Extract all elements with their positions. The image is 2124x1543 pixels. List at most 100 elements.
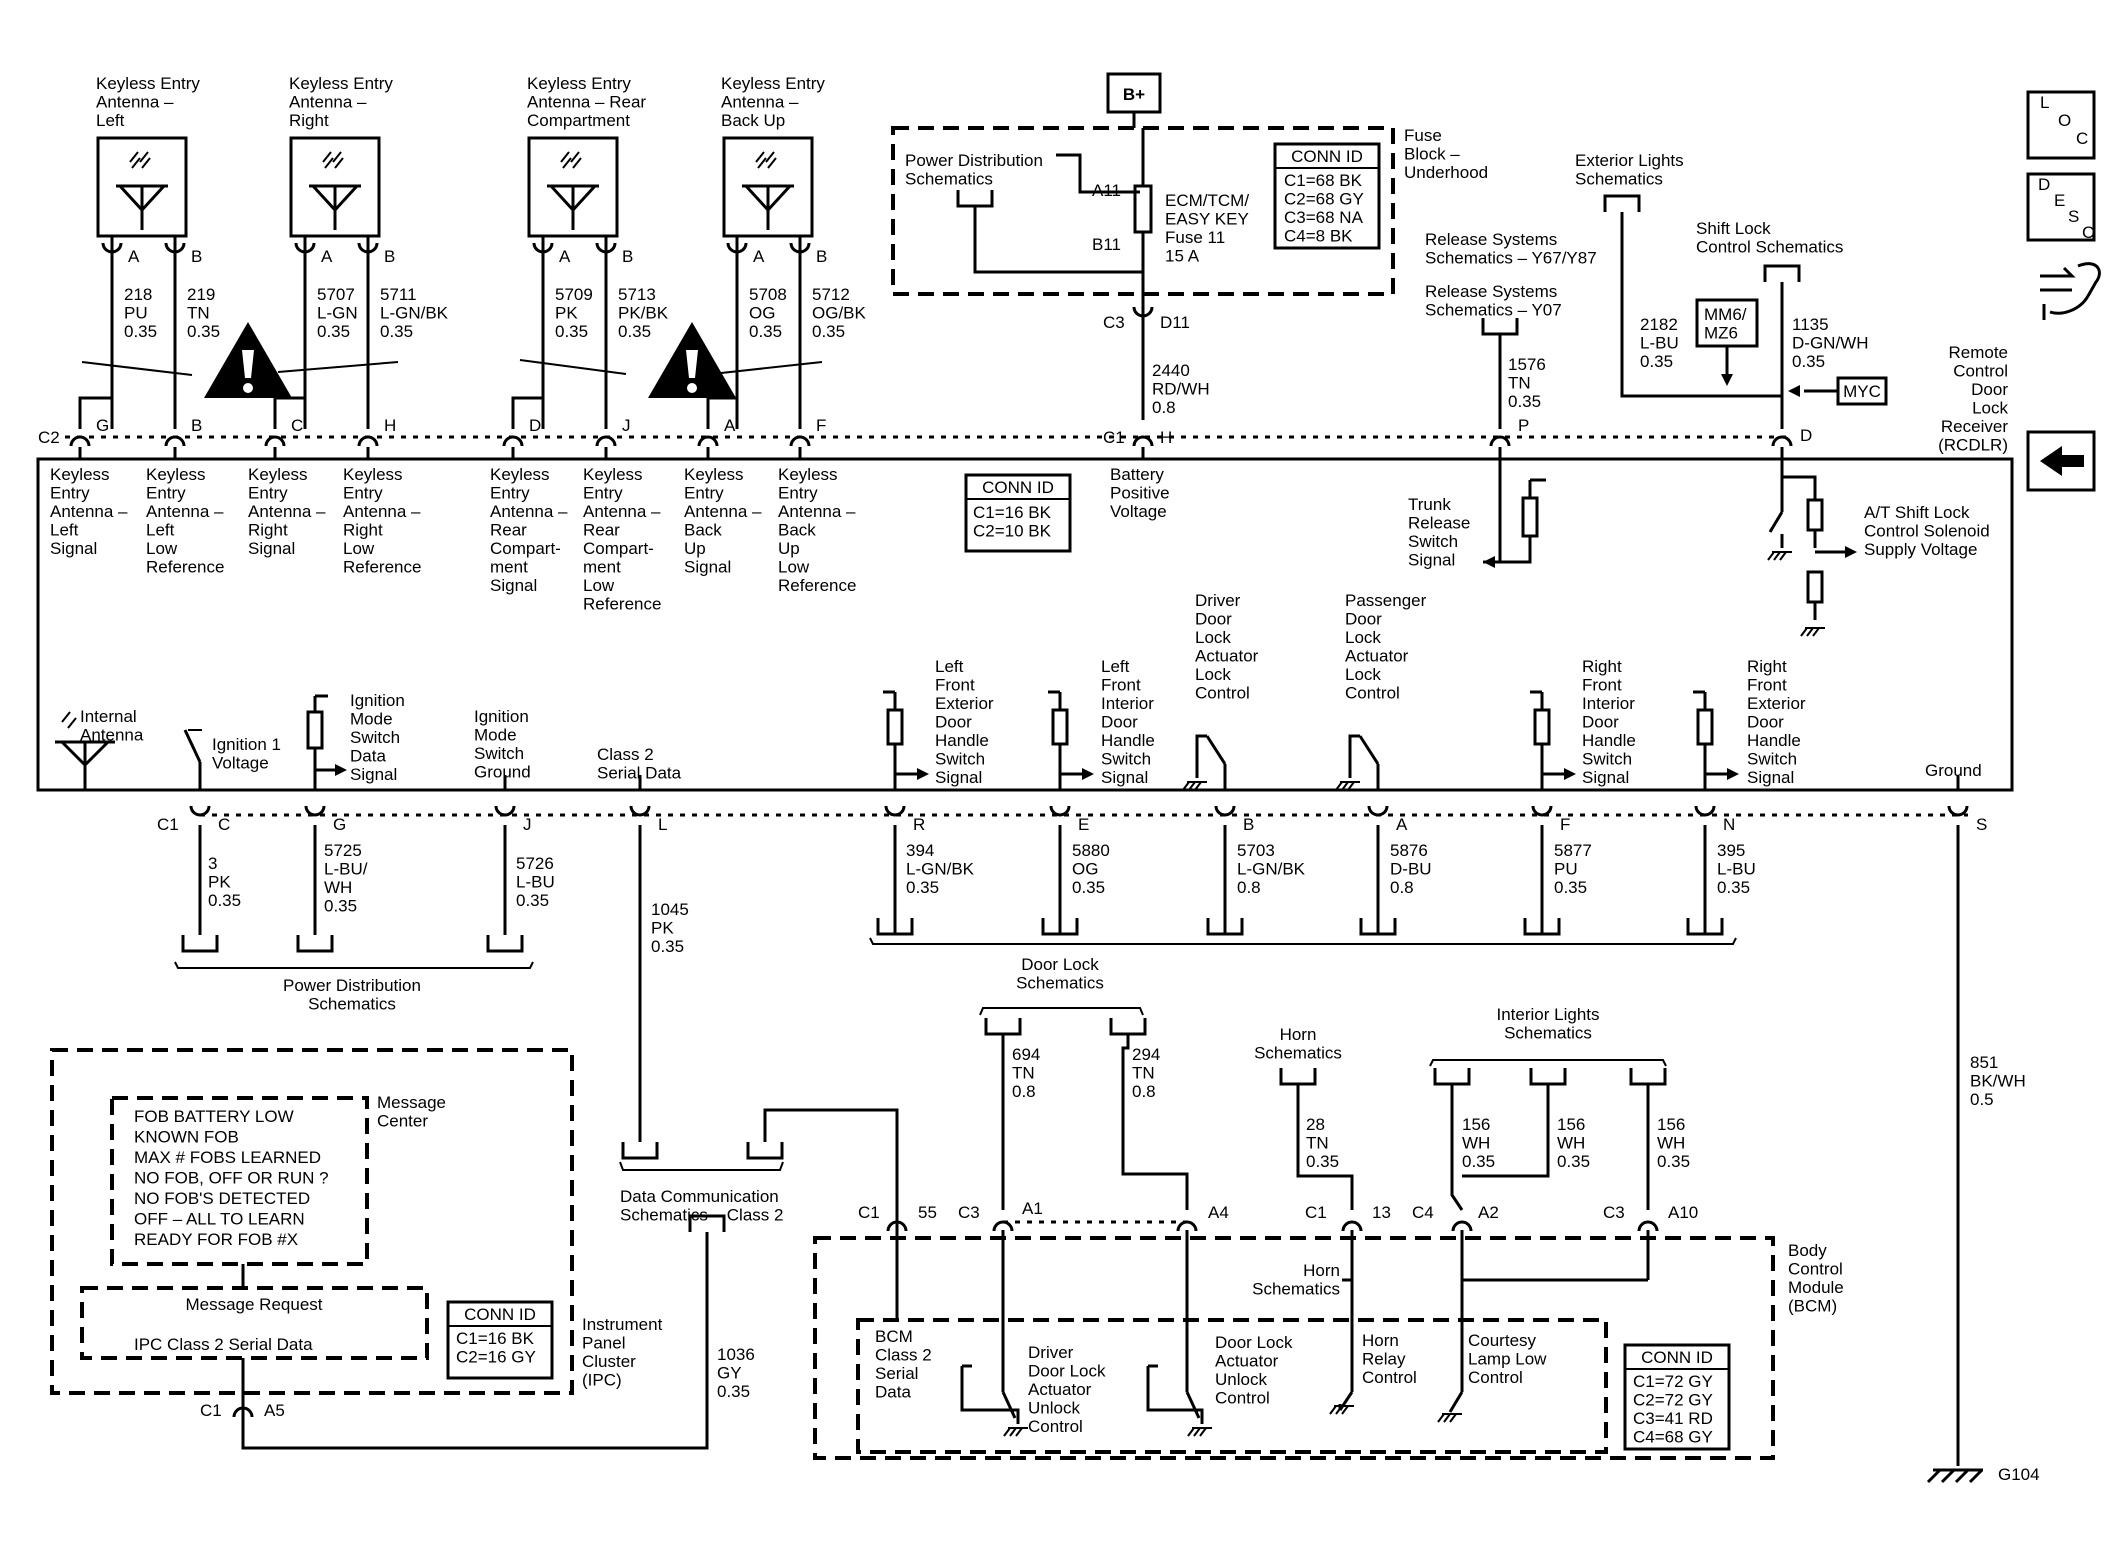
- label-line: OG/BK: [812, 304, 867, 323]
- nav-desc-letter: D: [2038, 175, 2050, 194]
- label-line: Switch: [935, 750, 985, 769]
- label-line: Switch: [1101, 750, 1151, 769]
- label-line: PK: [208, 873, 231, 892]
- label-line: Lock: [1195, 665, 1231, 684]
- label-line: 5709: [555, 285, 593, 304]
- schematic-reference: [688, 1214, 726, 1232]
- antenna-icon: [572, 157, 582, 169]
- label-line: 0.35: [1792, 352, 1825, 371]
- ground-symbol: [1779, 551, 1787, 561]
- antenna-icon: [549, 184, 575, 212]
- schematic-reference: [1359, 918, 1397, 936]
- nav-loc-button[interactable]: [2026, 90, 2096, 160]
- label-line: Right: [1582, 657, 1622, 676]
- warning-icon: [243, 383, 253, 393]
- label-line: 0.35: [324, 897, 357, 916]
- label-line: TN: [1012, 1064, 1035, 1083]
- pin-label: N: [1723, 815, 1735, 834]
- label-line: Control: [1215, 1389, 1270, 1408]
- resistor: [1051, 708, 1069, 746]
- label-line: PK/BK: [618, 304, 669, 323]
- label-line: Right: [343, 521, 383, 540]
- module-connector-cavity: [1531, 805, 1553, 817]
- ground-symbol: [1182, 781, 1190, 791]
- label-line: Entry: [684, 484, 724, 503]
- pin-label: B: [384, 247, 395, 266]
- wire: [1348, 734, 1360, 778]
- label-line: Actuator: [1028, 1380, 1092, 1399]
- ground-id: G104: [1998, 1465, 2040, 1484]
- ground-symbol: [1015, 1427, 1023, 1437]
- schematic-reference: [181, 935, 219, 953]
- hand-link-icon[interactable]: [2040, 262, 2101, 315]
- label-line: Underhood: [1404, 163, 1488, 182]
- label-line: BCM: [875, 1327, 913, 1346]
- battery-supply-label: B+: [1123, 85, 1145, 104]
- label-line: Rear: [583, 521, 620, 540]
- antenna-icon: [332, 151, 342, 163]
- label-line: TN: [187, 304, 210, 323]
- label-line: Antenna –: [490, 502, 568, 521]
- pin-label: B: [816, 247, 827, 266]
- label-line: Antenna –: [583, 502, 661, 521]
- label-line: L-BU/: [324, 860, 368, 879]
- label-line: Up: [778, 539, 800, 558]
- brace: [1429, 1059, 1667, 1067]
- antenna-icon: [60, 740, 87, 767]
- label-line: 0.35: [651, 937, 684, 956]
- pin-label: A11: [1092, 181, 1121, 200]
- label-line: L-GN: [317, 304, 358, 323]
- label-line: Control: [1345, 684, 1400, 703]
- label-line: Entry: [778, 484, 818, 503]
- ground-symbol: [1194, 781, 1202, 791]
- label-line: Switch: [1747, 750, 1797, 769]
- label-line: 5880: [1072, 841, 1110, 860]
- label-line: Lamp Low: [1468, 1350, 1547, 1369]
- label-line: 0.35: [124, 322, 157, 341]
- switch: [1768, 511, 1784, 533]
- antenna-icon: [333, 184, 359, 212]
- label-line: TN: [1132, 1064, 1155, 1083]
- ground-symbol: [1335, 781, 1343, 791]
- pin-label: A: [724, 416, 736, 435]
- twisted-pair-mark: [711, 361, 823, 375]
- antenna-icon: [141, 157, 151, 169]
- label-line: Serial: [875, 1364, 918, 1383]
- label-line: Schematics: [1252, 1280, 1340, 1299]
- antenna-icon: [322, 151, 332, 163]
- label-line: Remote: [1948, 343, 2008, 362]
- conn-id-title: CONN ID: [1291, 147, 1363, 166]
- label-line: Signal: [350, 765, 397, 784]
- connector-cavity: [232, 1406, 254, 1418]
- nav-desc-button[interactable]: [2026, 172, 2096, 242]
- schematic-reference: [956, 190, 994, 208]
- label-line: 5726: [516, 854, 554, 873]
- label-line: BK/WH: [1970, 1072, 2026, 1091]
- pin-label: G: [96, 416, 109, 435]
- label-line: Keyless: [490, 465, 550, 484]
- resistor: [1533, 708, 1551, 746]
- label-line: Front: [1101, 676, 1141, 695]
- module-connector-cavity: [189, 805, 211, 817]
- schematic-reference: [1206, 918, 1244, 936]
- label-line: D-BU: [1390, 860, 1432, 879]
- label-line: Positive: [1110, 484, 1170, 503]
- label-line: Back: [684, 521, 722, 540]
- label-line: 5713: [618, 285, 656, 304]
- fuse-symbol: [1133, 184, 1153, 234]
- fuse-conn-id-box: [1273, 142, 1381, 250]
- label-line: KNOWN FOB: [134, 1128, 239, 1147]
- pin-label: D: [1800, 426, 1812, 445]
- module-connector-cavity: [304, 805, 326, 817]
